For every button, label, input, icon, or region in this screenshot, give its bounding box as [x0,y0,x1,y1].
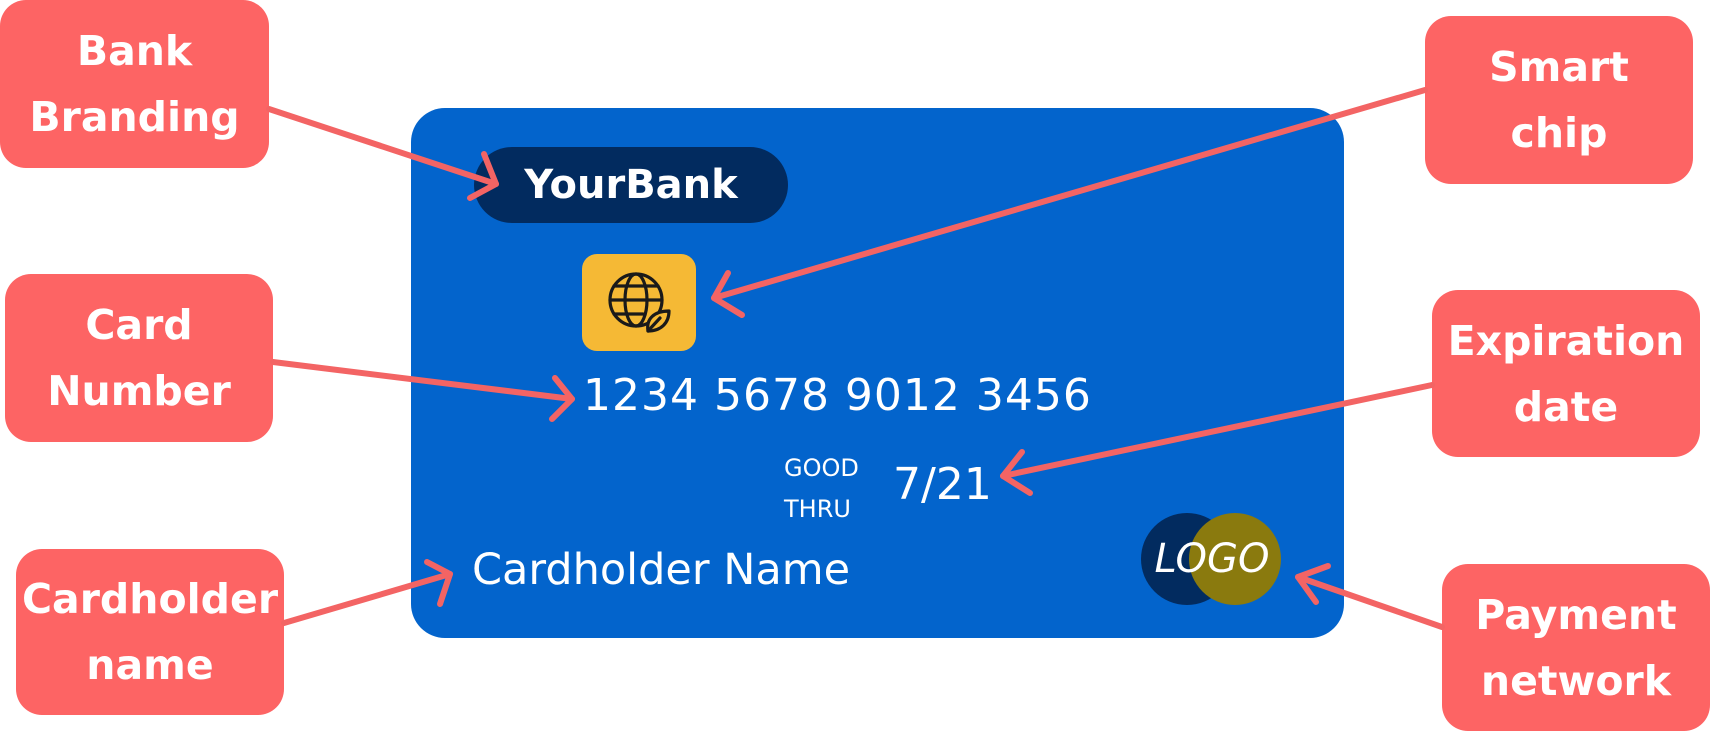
good-thru-line-1: GOOD [784,454,859,482]
network-logo-text: LOGO [1154,536,1270,582]
callout-card-number-line-1: Card [85,301,193,349]
callout-expiration-date-line-1: Expiration [1447,316,1685,365]
callout-payment-network: Payment network [1442,564,1710,731]
cardholder-name: Cardholder Name [472,545,851,595]
callout-bank-branding-line-2: Branding [29,93,240,141]
callout-card-number-line-2: Number [47,367,231,415]
callout-card-number: Card Number [5,274,273,442]
good-thru-label: GOOD THRU [784,448,859,530]
bank-branding-pill: YourBank [474,147,788,223]
arrow-expiration-date [1000,382,1435,496]
callout-smart-chip-line-1: Smart [1489,43,1629,91]
callout-bank-branding-line-1: Bank [76,27,193,75]
smart-chip [582,254,696,351]
arrow-smart-chip [711,87,1428,318]
network-circle-right [1189,513,1281,605]
callout-payment-network-line-1: Payment [1475,590,1677,639]
arrow-cardholder-name [281,559,453,626]
globe-leaf-icon [608,271,671,333]
callout-expiration-date: Expiration date [1432,290,1700,457]
arrow-card-number [270,359,575,422]
callout-smart-chip-line-2: chip [1510,109,1608,157]
arrow-bank-branding [266,106,499,201]
arrow-payment-network [1295,563,1445,630]
expiration-date: 7/21 [893,459,992,510]
callout-bank-branding: Bank Branding [0,0,269,168]
callout-cardholder-name-line-1: Cardholder [21,575,279,623]
payment-network-logo: LOGO [1141,512,1283,606]
bank-name: YourBank [524,162,738,208]
callout-cardholder-name-line-2: name [86,641,214,689]
card-number: 1234 5678 9012 3456 [583,370,1092,421]
callout-cardholder-name: Cardholder name [16,549,284,715]
callout-expiration-date-line-2: date [1513,382,1619,431]
callout-payment-network-line-2: network [1480,656,1672,705]
callout-smart-chip: Smart chip [1425,16,1693,184]
good-thru-line-2: THRU [784,495,851,523]
